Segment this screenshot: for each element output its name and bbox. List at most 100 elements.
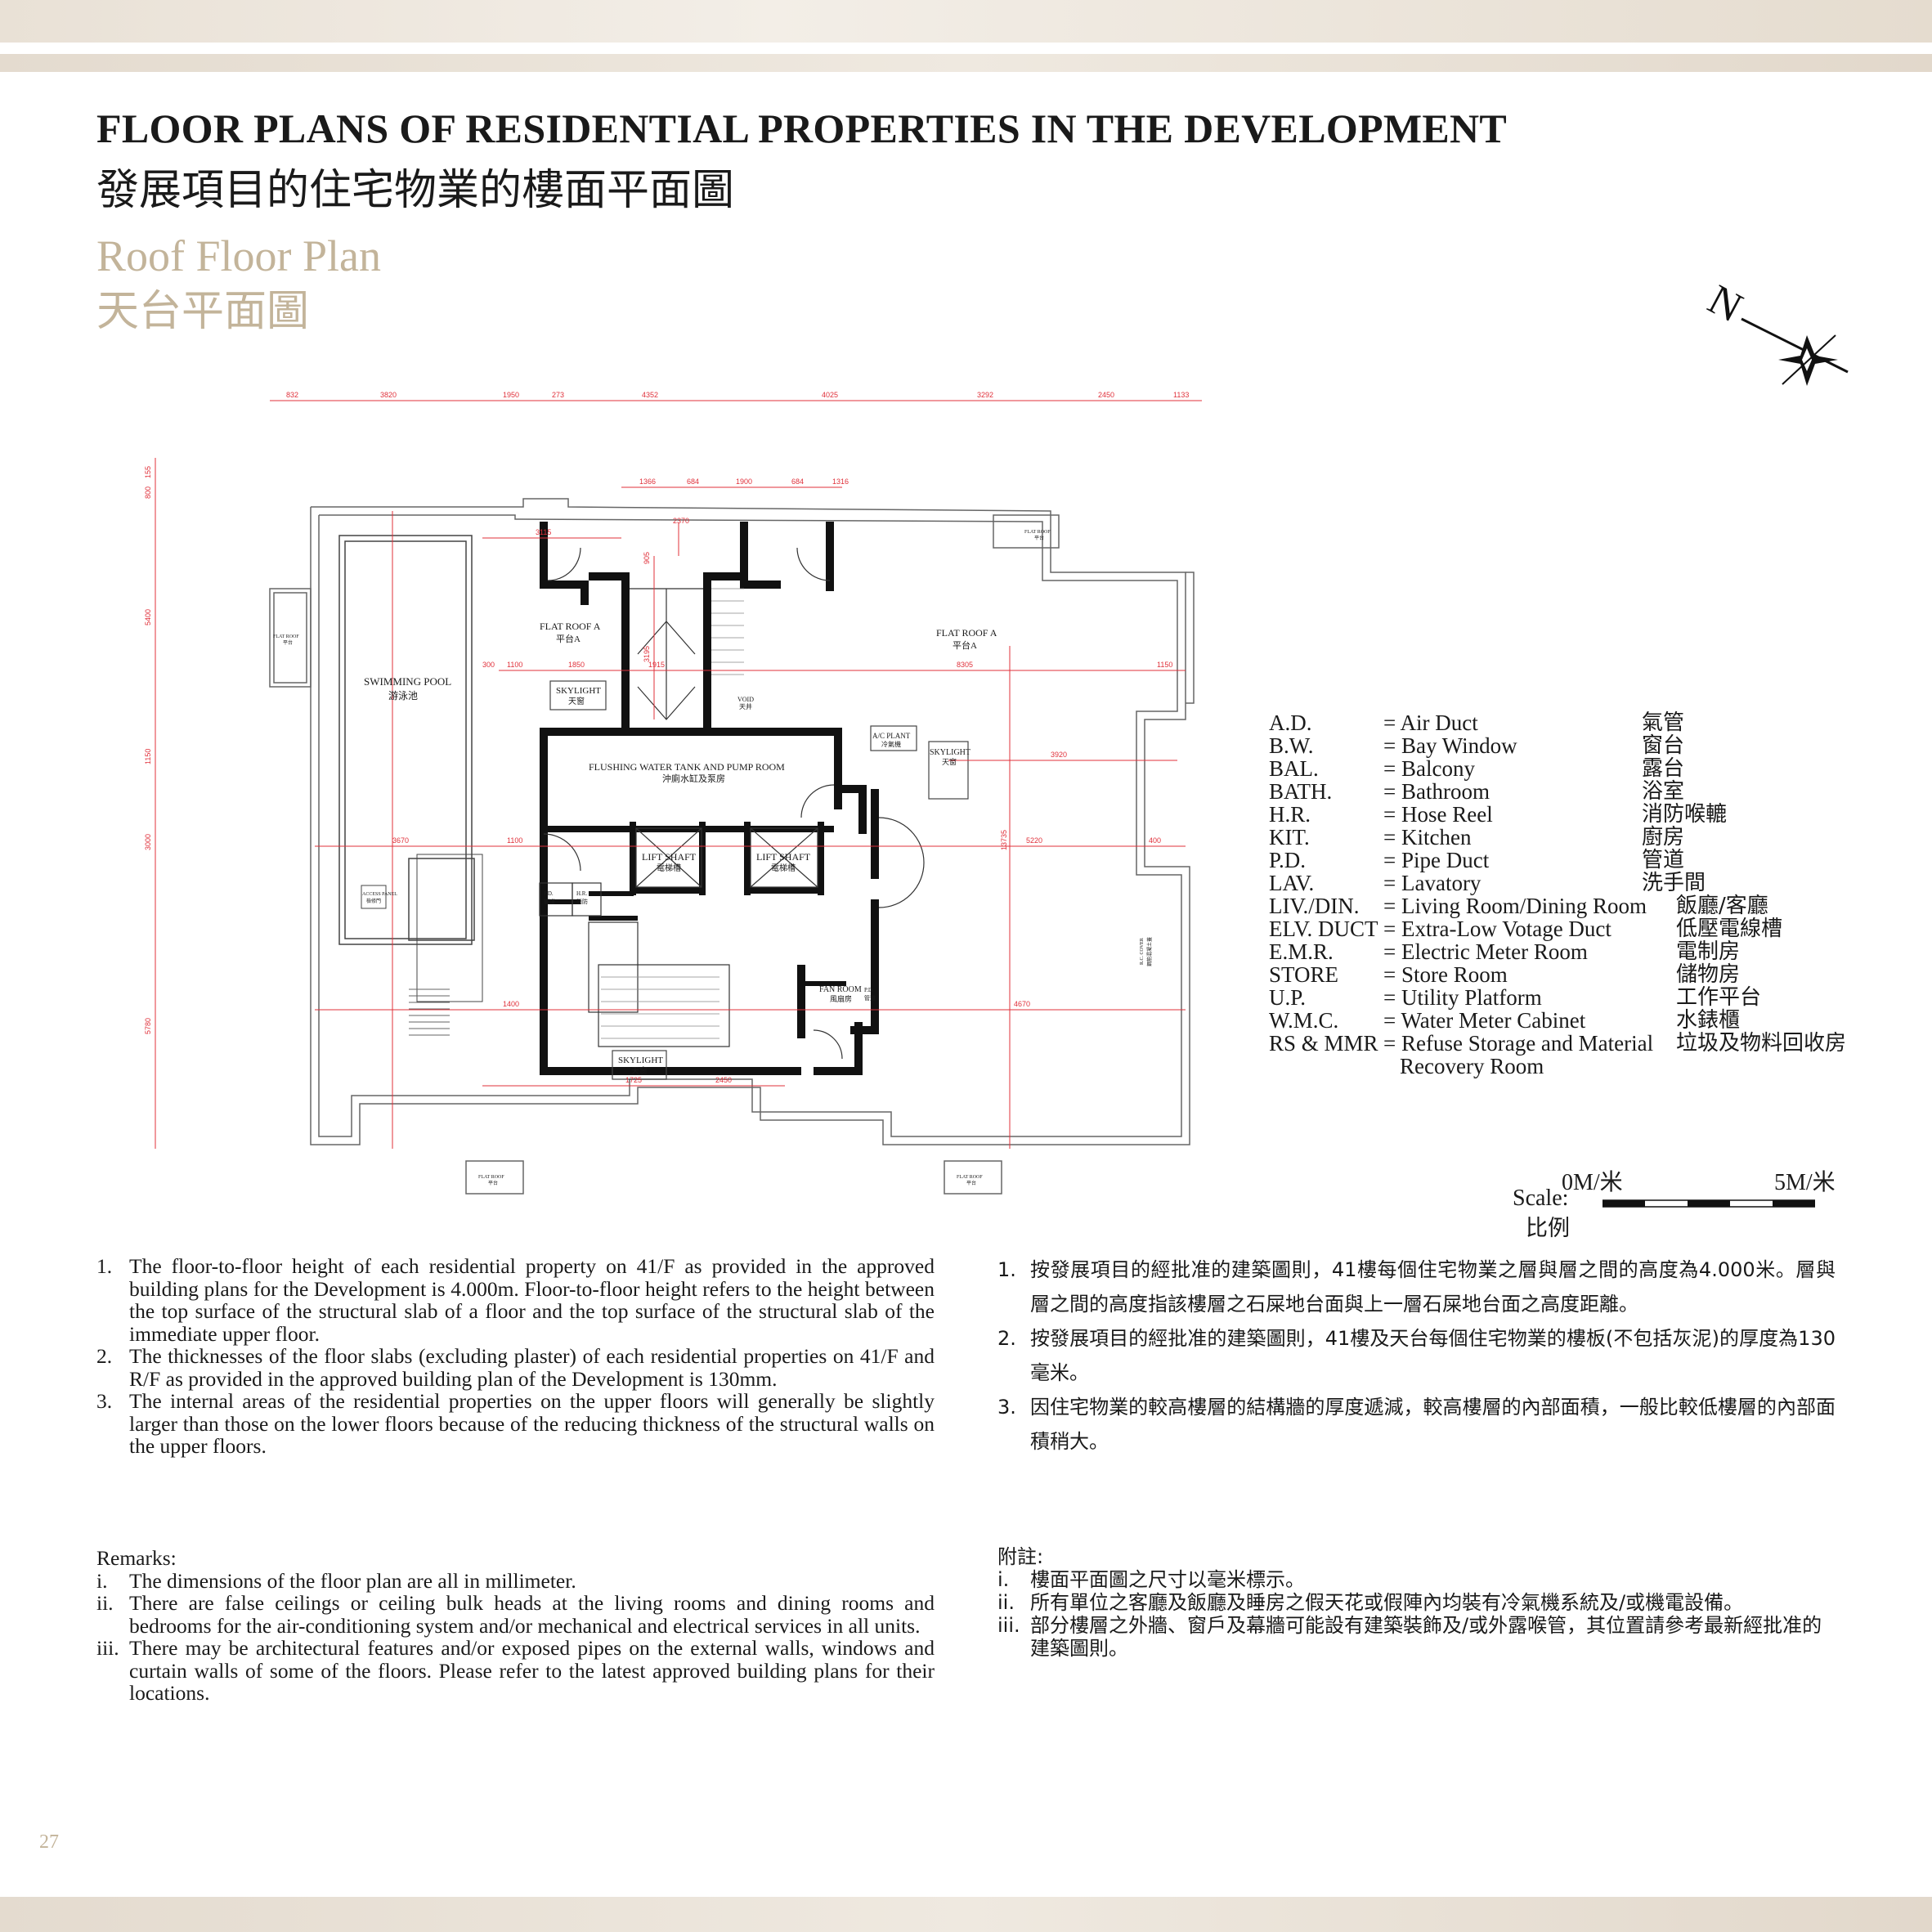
label-flat-roof-left: FLAT ROOF — [273, 634, 299, 639]
dim-misc-21: 1100 — [507, 836, 522, 845]
legend-desc: = Bay Window — [1383, 733, 1517, 758]
label-skylight-3-zh: 天窗 — [942, 757, 957, 766]
plan-subtitle: Roof Floor Plan — [96, 231, 382, 280]
dim-misc-17: 5220 — [1026, 836, 1042, 845]
remark-text: There are false ceilings or ceiling bulk… — [129, 1591, 935, 1638]
label-lift-shaft-1: LIFT SHAFT — [642, 851, 697, 863]
legend-abbr: A.D. — [1269, 710, 1312, 735]
dim-left-6: 5780 — [144, 1018, 152, 1034]
legend-zh: 洗手間 — [1642, 871, 1706, 895]
dim-misc-5: 1915 — [648, 661, 665, 669]
legend-abbr: B.W. — [1269, 733, 1314, 758]
label-flat-roof-left-zh: 平台 — [283, 639, 293, 646]
dim-misc-15: 13735 — [1000, 830, 1008, 850]
dim-misc-18: 400 — [1149, 836, 1161, 845]
remark-item: i.The dimensions of the floor plan are a… — [96, 1568, 935, 1593]
legend-abbr: ELV. DUCT — [1269, 917, 1378, 941]
bottom-band — [0, 1897, 1932, 1932]
note-text: The floor-to-floor height of each reside… — [129, 1254, 935, 1346]
dim-misc-2: 2370 — [673, 517, 689, 525]
remark-item: ii.There are false ceilings or ceiling b… — [96, 1592, 935, 1637]
remark-number: iii. — [997, 1614, 1020, 1637]
note-number: 2. — [96, 1344, 113, 1368]
top-band-secondary — [0, 54, 1932, 72]
legend-desc: = Water Meter Cabinet — [1383, 1008, 1586, 1033]
dim-top-4: 273 — [552, 391, 564, 399]
legend-desc: = Hose Reel — [1383, 802, 1493, 827]
remarks-title: Remarks: — [96, 1546, 177, 1570]
dim-misc-19: 3670 — [392, 836, 409, 845]
label-fan-room: FAN ROOM — [819, 985, 862, 994]
label-ac-plant-zh: 冷氣機 — [881, 740, 901, 748]
dim-top-3: 1950 — [503, 391, 519, 399]
label-pd-2-zh: 管道 — [864, 994, 876, 1002]
legend-zh: 工作平台 — [1676, 985, 1762, 1010]
label-flat-roof-top: FLAT ROOF — [1024, 530, 1051, 535]
legend-desc: = Store Room — [1383, 962, 1508, 987]
label-flat-roof-a-right-zh: 平台A — [953, 639, 977, 651]
dimension-line-left: 155 800 5400 1150 3000 5780 — [144, 458, 156, 1149]
label-void: VOID — [737, 696, 754, 703]
page-title: FLOOR PLANS OF RESIDENTIAL PROPERTIES IN… — [96, 105, 1508, 151]
label-flat-roof-bottom-left: FLAT ROOF — [478, 1175, 504, 1180]
page-title-zh: 發展項目的住宅物業的樓面平面圖 — [96, 166, 735, 215]
remark-text: 所有單位之客廳及飯廳及睡房之假天花或假陣內均裝有冷氣機系統及/或機電設備。 — [1030, 1591, 1744, 1614]
legend-zh: 廚房 — [1642, 825, 1685, 849]
legend-desc: = Living Room/Dining Room — [1383, 894, 1647, 918]
dim-misc-23: 1400 — [503, 1000, 519, 1008]
legend-desc: = Lavatory — [1383, 871, 1481, 895]
note-item: 1.The floor-to-floor height of each resi… — [96, 1255, 935, 1345]
remark-item: iii. There may be architectural features … — [96, 1637, 935, 1705]
dim-misc-10: 1150 — [1157, 661, 1172, 669]
legend-abbr: STORE — [1269, 962, 1339, 987]
legend-desc: = Air Duct — [1383, 710, 1478, 735]
remark-text: There may be architectural features and/… — [129, 1636, 935, 1705]
core-walls — [540, 522, 879, 1075]
note-text: The thicknesses of the floor slabs (excl… — [129, 1344, 935, 1391]
label-skylight-1: SKYLIGHT — [556, 686, 601, 696]
dim-misc-9: 8305 — [957, 661, 973, 669]
label-rc-cover: R.C. COVER — [1140, 938, 1145, 965]
label-void-zh: 天井 — [739, 702, 752, 710]
dim-misc-3: 905 — [643, 552, 651, 564]
label-flat-roof-bottom-right: FLAT ROOF — [957, 1175, 983, 1180]
label-skylight-1-zh: 天窗 — [568, 696, 585, 706]
remark-number: i. — [96, 1568, 108, 1593]
dim-inner-2: 684 — [687, 477, 699, 486]
legend-zh: 水錶櫃 — [1676, 1008, 1741, 1033]
legend-abbr: RS & MMR — [1269, 1031, 1378, 1056]
legend-abbr: E.M.R. — [1269, 939, 1334, 964]
dim-top-9: 1133 — [1173, 391, 1189, 399]
legend-abbr: BATH. — [1269, 779, 1333, 804]
dim-left-2: 800 — [144, 486, 152, 499]
label-flat-roof-bottom-left-zh: 平台 — [488, 1180, 498, 1186]
legend-zh: 電制房 — [1676, 939, 1741, 964]
note-number: 1. — [997, 1258, 1016, 1281]
remark-item: iii.部分樓層之外牆、窗戶及幕牆可能設有建築裝飾及/或外露喉管，其位置請參考最… — [997, 1614, 1836, 1660]
label-hr: H.R. — [576, 890, 587, 897]
remark-number: iii. — [96, 1636, 119, 1660]
dimension-line-inner-top: 1366 684 1900 684 1316 — [621, 477, 849, 488]
label-access-panel-zh: 檢修門 — [366, 898, 381, 904]
dim-misc-7: 1100 — [507, 661, 522, 669]
dimension-lines-interior — [315, 511, 1186, 1149]
legend-desc: = Kitchen — [1383, 825, 1472, 849]
legend-zh: 低壓電線槽 — [1676, 917, 1783, 941]
note-text: 按發展項目的經批准的建築圖則，41樓每個住宅物業之層與層之間的高度為4.000米… — [1030, 1258, 1836, 1316]
label-access-panel: ACCESS PANEL — [362, 892, 397, 897]
remark-item: i.樓面平面圖之尺寸以毫米標示。 — [997, 1568, 1836, 1591]
label-pd-2: P.D. — [864, 987, 874, 993]
top-band — [0, 0, 1932, 43]
page-number: 27 — [39, 1831, 59, 1853]
legend-abbr: KIT. — [1269, 825, 1310, 849]
building-outline — [269, 498, 1195, 1195]
legend-abbr: W.M.C. — [1269, 1008, 1339, 1033]
remark-number: ii. — [997, 1591, 1015, 1614]
dim-top-2: 3820 — [380, 391, 397, 399]
label-flat-roof-a-right: FLAT ROOF A — [936, 627, 997, 639]
note-number: 2. — [997, 1327, 1016, 1350]
legend-zh: 浴室 — [1642, 779, 1685, 804]
label-lift-shaft-1-zh: 電梯槽 — [657, 863, 681, 873]
legend-desc: = Utility Platform — [1383, 985, 1542, 1010]
dim-misc-6: 1850 — [568, 661, 585, 669]
